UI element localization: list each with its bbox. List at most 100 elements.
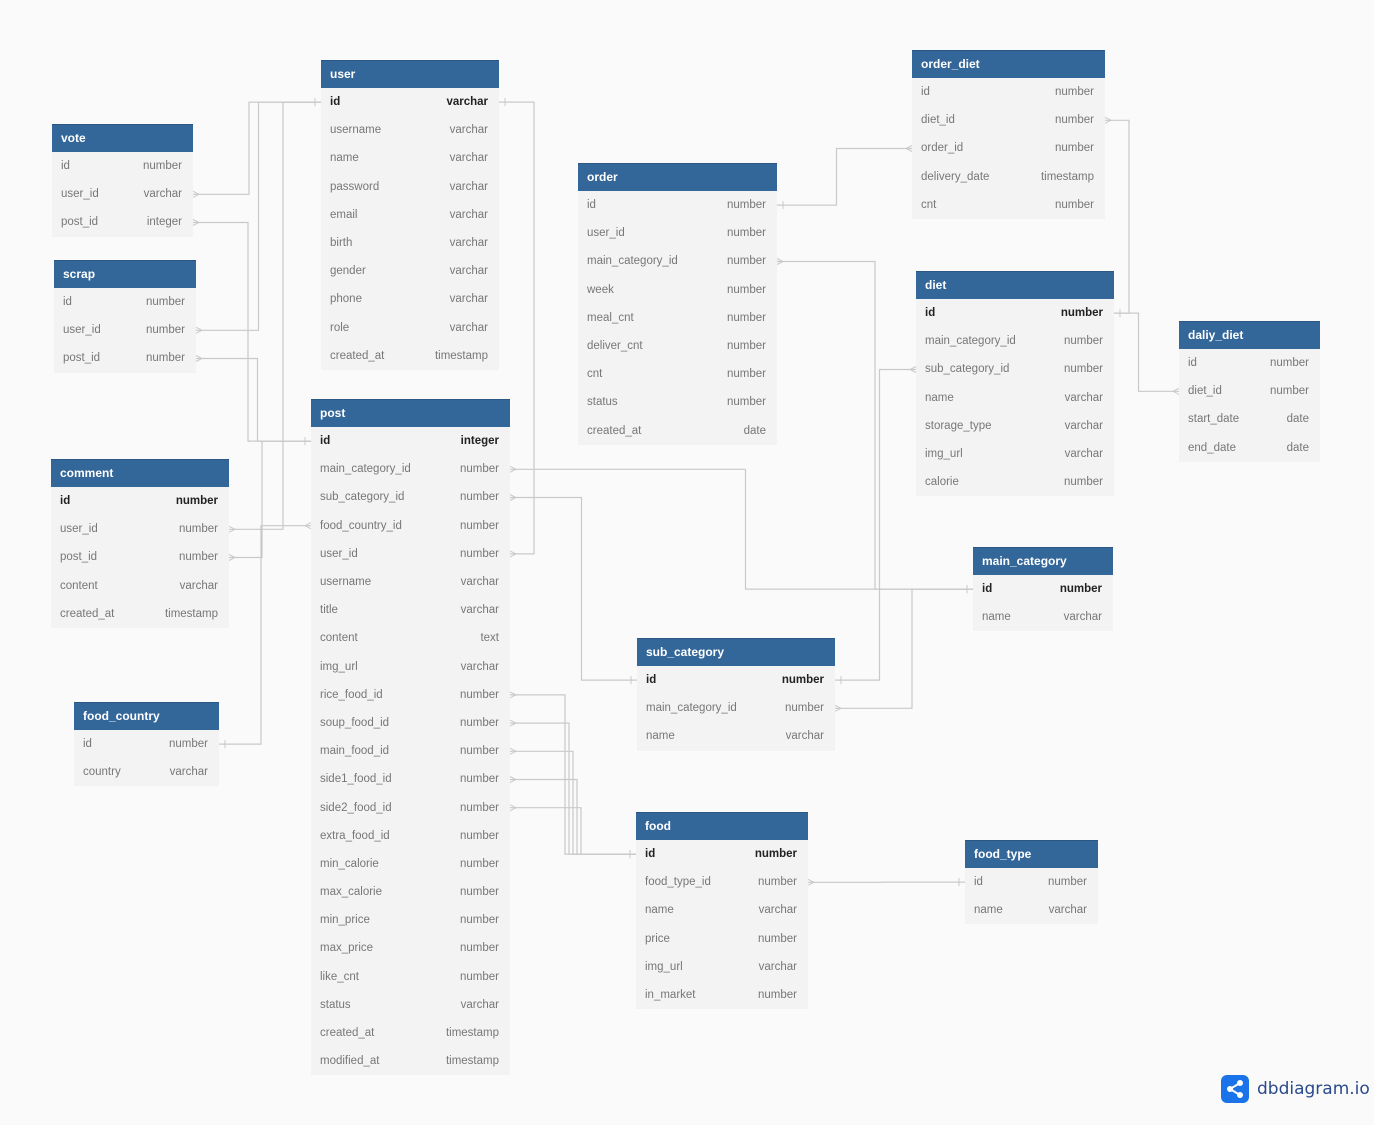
- table-header[interactable]: order_diet: [912, 50, 1105, 78]
- relation-vote-post_id[interactable]: [193, 221, 311, 442]
- table-header[interactable]: sub_category: [637, 638, 835, 666]
- relation-daliy_diet-diet_id[interactable]: [1114, 312, 1179, 392]
- relation-post-main_category_id[interactable]: [510, 468, 973, 590]
- relation-post-user_id[interactable]: [499, 101, 535, 555]
- relation-order_diet-order_id[interactable]: [777, 147, 912, 206]
- table-header[interactable]: diet: [916, 271, 1114, 299]
- table-header[interactable]: daliy_diet: [1179, 321, 1320, 349]
- brand-logo[interactable]: dbdiagram.io: [1221, 1075, 1370, 1103]
- relation-vote-user_id[interactable]: [193, 101, 321, 195]
- table-header[interactable]: order: [578, 163, 777, 191]
- table-header[interactable]: comment: [51, 459, 229, 487]
- relation-diet-sub_category_id[interactable]: [835, 368, 916, 681]
- relation-sub_category-main_category_id[interactable]: [835, 588, 973, 709]
- relation-comment-user_id[interactable]: [229, 101, 321, 530]
- table-header[interactable]: scrap: [54, 260, 196, 288]
- table-header[interactable]: vote: [52, 124, 193, 152]
- table-header[interactable]: user: [321, 60, 499, 88]
- table-header[interactable]: main_category: [973, 547, 1113, 575]
- relation-scrap-user_id[interactable]: [196, 101, 321, 331]
- relation-post-sub_category_id[interactable]: [510, 496, 637, 681]
- relation-post-side2_food_id[interactable]: [510, 807, 636, 855]
- relation-comment-post_id[interactable]: [229, 440, 311, 559]
- table-header[interactable]: food_country: [74, 702, 219, 730]
